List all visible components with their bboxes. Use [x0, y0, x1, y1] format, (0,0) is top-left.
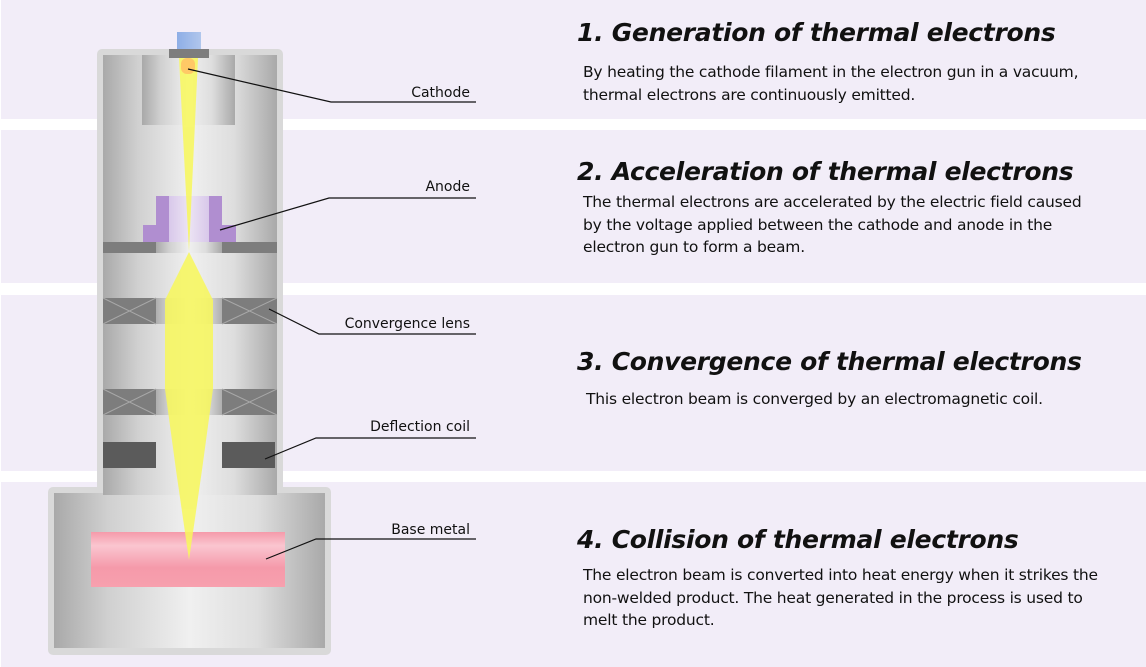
- step-2-title: 2. Acceleration of thermal electrons: [577, 157, 1074, 186]
- anode-leader-line: [219, 197, 476, 231]
- lens-coil-lower-right: [221, 388, 278, 416]
- step-3-title: 3. Convergence of thermal electrons: [577, 347, 1082, 376]
- step-1-description: By heating the cathode filament in the e…: [583, 63, 1079, 104]
- step-4-description: The electron beam is converted into heat…: [583, 566, 1098, 629]
- beam-focused-section: [165, 389, 213, 560]
- convergence-lens-leader-line: [268, 308, 476, 335]
- beam-parallel-section: [165, 323, 213, 389]
- base-metal-label: Base metal: [391, 522, 470, 538]
- deflection-coil: [103, 442, 275, 468]
- step-1: 1. Generation of thermal electrons By he…: [577, 17, 1137, 106]
- step-1-title: 1. Generation of thermal electrons: [577, 18, 1056, 47]
- step-4: 4. Collision of thermal electrons The el…: [577, 524, 1137, 632]
- filament-cap: [177, 32, 201, 49]
- step-3: 3. Convergence of thermal electrons This…: [577, 346, 1137, 411]
- lens-coil-upper-right: [221, 297, 278, 325]
- step-3-description: This electron beam is converged by an el…: [586, 390, 1043, 408]
- step-4-title: 4. Collision of thermal electrons: [577, 525, 1019, 554]
- cathode-leader-line: [187, 68, 476, 103]
- convergence-lens-label: Convergence lens: [345, 316, 470, 332]
- anode-label: Anode: [425, 179, 470, 195]
- cathode-filament-glow: [181, 58, 195, 74]
- beam-emission-cone: [179, 58, 198, 252]
- beam-divergent-section: [165, 252, 213, 323]
- lens-coil-lower-left: [102, 388, 157, 416]
- deflection-coil-left: [103, 442, 156, 468]
- deflection-coil-label: Deflection coil: [370, 419, 470, 435]
- lens-coil-upper-left: [102, 297, 157, 325]
- deflection-coil-leader-line: [264, 437, 476, 460]
- step-2-description: The thermal electrons are accelerated by…: [583, 193, 1082, 256]
- deflection-coil-right: [222, 442, 275, 468]
- step-2: 2. Acceleration of thermal electrons The…: [577, 156, 1137, 259]
- electron-beam: [165, 58, 213, 560]
- cathode-holder: [169, 49, 209, 58]
- callout-lines: [187, 68, 476, 560]
- cathode-label: Cathode: [411, 85, 470, 101]
- base-metal-leader-line: [265, 538, 476, 560]
